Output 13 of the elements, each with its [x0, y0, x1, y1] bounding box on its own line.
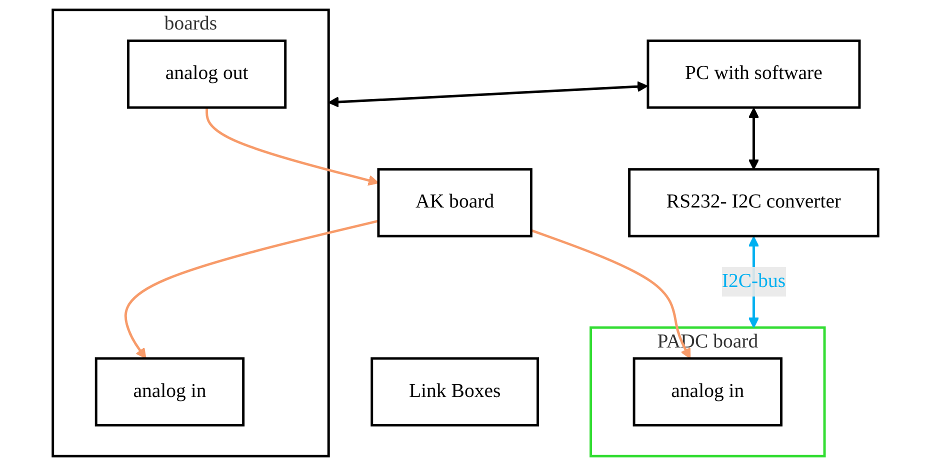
node-box: RS232- I2C converter [628, 168, 880, 238]
node-box: analog in [94, 357, 245, 426]
arrow [530, 229, 691, 359]
node-box: Link Boxes [370, 357, 540, 426]
arrow [124, 220, 379, 359]
edge-label: I2C-bus [722, 270, 786, 292]
node-box: PC with software [646, 40, 861, 109]
arrow [206, 108, 379, 186]
node-box: AK board [377, 168, 532, 238]
node-box: analog out [127, 40, 287, 109]
arrow [748, 108, 760, 170]
node-box: analog in [632, 357, 782, 426]
arrow [328, 81, 648, 108]
